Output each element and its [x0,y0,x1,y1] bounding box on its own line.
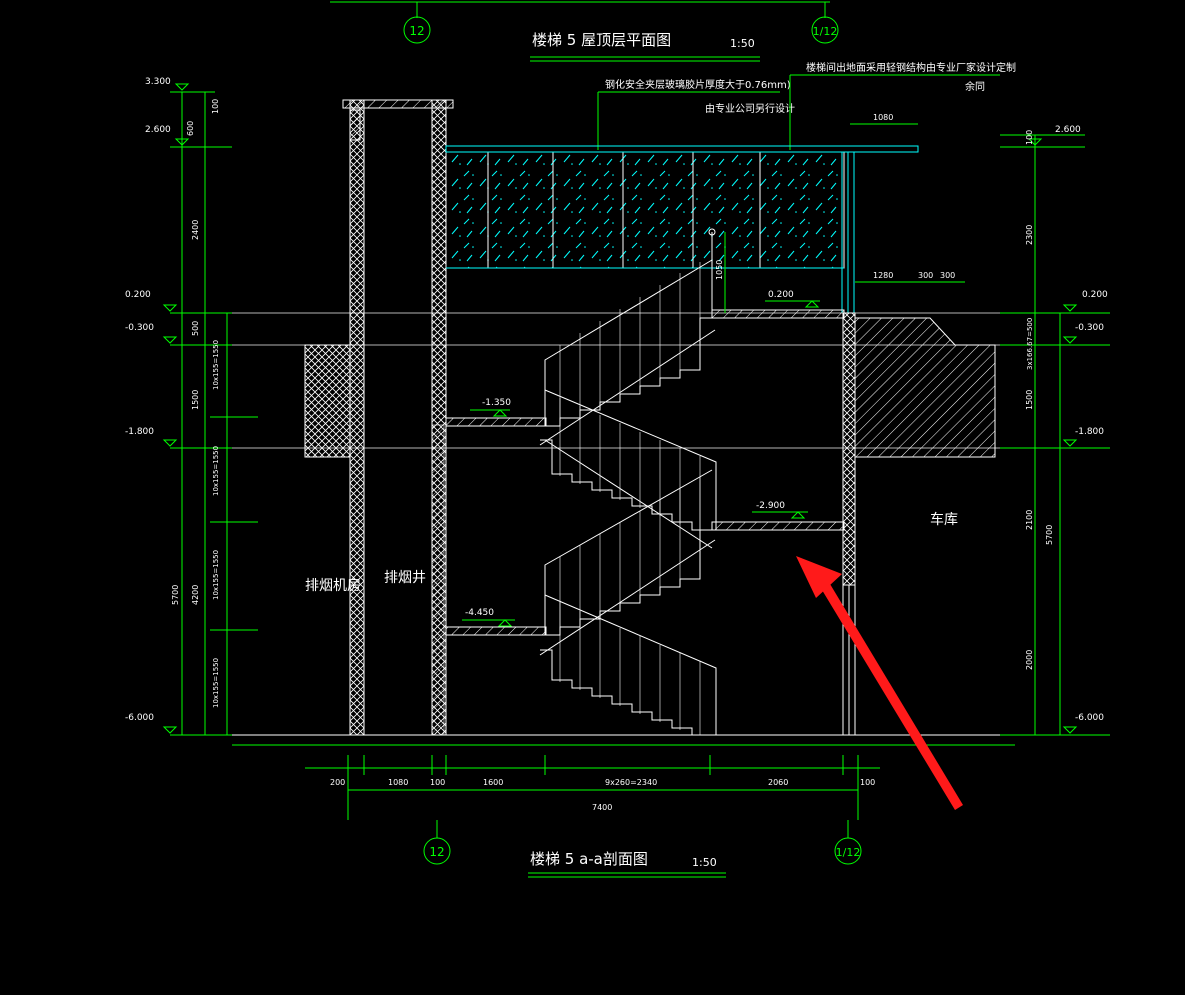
bottom-title: 楼梯 5 a-a剖面图 [530,850,648,868]
dim-2400: 2400 [191,220,200,240]
top-right-dimensions: 1080 1050 1280 300 300 [715,113,965,313]
landing-m2900 [711,521,845,531]
stair-flights [539,259,717,736]
dim-500-left: 500 [191,321,200,336]
dim-b-total: 7400 [592,803,612,812]
dim-2000: 2000 [1025,650,1034,670]
elev-m2900: -2.900 [756,501,785,511]
dim-100a: 100 [211,99,220,114]
dim-stair-2: 10x155=1550 [212,446,220,496]
dim-2100: 2100 [1025,510,1034,530]
elev-m1350: -1.350 [482,398,511,408]
glass-mullions [487,152,761,268]
dim-b-100r: 100 [860,778,875,787]
elev-m4450: -4.450 [465,608,494,618]
bottom-dimensions: 200 1080 100 1600 9x260=2340 2060 100 74… [305,755,880,820]
dim-300a: 300 [918,271,933,280]
dim-b-treads: 9x260=2340 [605,778,657,787]
grid-bubble-12-bottom [423,837,451,865]
dim-stair-3: 10x155=1550 [212,550,220,600]
steel-note: 楼梯间出地面采用轻钢结构由专业厂家设计定制 [806,61,1016,74]
shaft-vent [349,109,361,141]
right-dimensions: 2.600 0.200 -0.300 -1.800 -6.000 100 230… [1000,125,1110,736]
dim-4200: 4200 [191,585,200,605]
glass-canopy [445,145,919,153]
interior-elevations: -1.350 -2.900 -4.450 0.200 [462,290,820,627]
left-dimensions: 3.300 2.600 0.200 -0.300 -1.800 -6.000 6… [125,77,258,736]
fan-room-wall [304,344,351,458]
dim-1500-right: 1500 [1025,390,1034,410]
dim-b-100: 100 [430,778,445,787]
dim-b-1080: 1080 [388,778,408,787]
steel-column [841,152,855,313]
slab-0200 [711,309,845,319]
elev-2600-right: 2.600 [1055,125,1081,135]
landing-m4450 [445,626,547,636]
notes: 钢化安全夹层玻璃胶片厚度大于0.76mm) 由专业公司另行设计 楼梯间出地面采用… [597,61,1016,150]
elev-3300: 3.300 [145,77,171,87]
elev-m1800-left: -1.800 [125,427,154,437]
fan-room-label: 排烟机房 [305,578,361,594]
landing-m1350 [445,417,547,427]
shaft-label: 排烟井 [384,570,426,586]
glass-note: 钢化安全夹层玻璃胶片厚度大于0.76mm) [605,78,791,91]
steel-note-2: 余同 [965,80,985,93]
grid-label-1-12-top: 1/12 [813,25,838,38]
elev-0200-left: 0.200 [125,290,151,300]
grid-label-12-top: 12 [409,24,424,38]
bottom-title-block: 12 1/12 楼梯 5 a-a剖面图 1:50 [423,820,862,878]
grid-bubble-1-12-top [811,16,839,44]
elev-m0300-left: -0.300 [125,323,154,333]
garage-label: 车库 [930,511,958,528]
glass-design-note: 由专业公司另行设计 [705,102,795,115]
red-annotation-arrow [796,556,963,810]
top-scale: 1:50 [730,37,755,50]
dim-300b: 300 [940,271,955,280]
dim-2300: 2300 [1025,225,1034,245]
grid-label-12-bottom: 12 [429,845,444,859]
shaft-wall-left [349,99,365,736]
dim-5700-right: 5700 [1045,525,1054,545]
grid-bubble-12-top [403,16,431,44]
dim-1080-top: 1080 [873,113,893,122]
grid-bubble-1-12-bottom [834,837,862,865]
elev-0200-right: 0.200 [1082,290,1108,300]
dim-1280: 1280 [873,271,893,280]
dim-5700-left: 5700 [171,585,180,605]
dim-3x166: 3x166.67=500 [1026,318,1034,370]
dim-b-1600: 1600 [483,778,503,787]
elev-m0300-right: -0.300 [1075,323,1104,333]
railings [559,262,701,735]
top-title-block: 12 1/12 楼梯 5 屋顶层平面图 1:50 [330,1,839,62]
elev-m1800-right: -1.800 [1075,427,1104,437]
grid-label-1-12-bottom: 1/12 [836,846,861,859]
right-earth-fill [854,317,996,458]
dim-b-200: 200 [330,778,345,787]
elev-0200-mid: 0.200 [768,290,794,300]
dim-b-2060: 2060 [768,778,788,787]
dim-600: 600 [186,121,195,136]
glass-curtain-wall [445,151,845,269]
right-wall [842,312,856,586]
elev-2600-left: 2.600 [145,125,171,135]
dim-100b: 100 [1025,130,1034,145]
dim-1050: 1050 [715,260,724,280]
elev-m6000-left: -6.000 [125,713,154,723]
dim-1500-left: 1500 [191,390,200,410]
elev-m6000-right: -6.000 [1075,713,1104,723]
dim-stair-4: 10x155=1550 [212,658,220,708]
bottom-scale: 1:50 [692,856,717,869]
dim-stair-1: 10x155=1550 [212,340,220,390]
shaft-roof [342,99,454,109]
top-title: 楼梯 5 屋顶层平面图 [532,31,671,49]
